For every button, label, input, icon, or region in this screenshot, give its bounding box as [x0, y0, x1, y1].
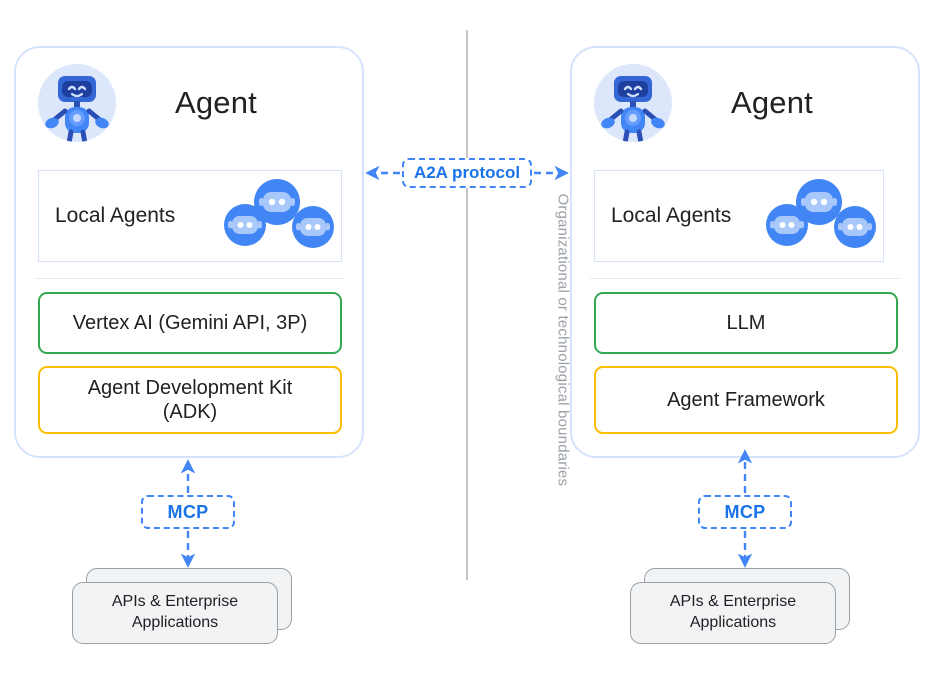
mcp-badge-right[interactable]: MCP [698, 495, 792, 529]
model-layer-label-right: LLM [726, 311, 766, 334]
model-layer-right[interactable]: LLM [594, 292, 898, 354]
api-card-front-right[interactable]: APIs & Enterprise Applications [630, 582, 836, 644]
agent-title-right: Agent [730, 85, 813, 120]
framework-layer-label-right: Agent Framework [667, 388, 825, 411]
a2a-protocol-label: A2A protocol [413, 163, 521, 182]
framework-layer-label-left: Agent Development Kit (ADK) [88, 376, 293, 425]
agent-header-left: Agent [38, 60, 342, 146]
robot-avatar-icon [594, 64, 672, 142]
panel-divider-left [34, 278, 344, 279]
framework-layer-right[interactable]: Agent Framework [594, 366, 898, 434]
panel-divider-right [590, 278, 900, 279]
boundary-line [466, 30, 468, 580]
mcp-badge-left[interactable]: MCP [141, 495, 235, 529]
agent-panel-left[interactable]: Agent Local Agents [14, 46, 364, 458]
agent-panel-right[interactable]: Agent Local Agents [570, 46, 920, 458]
local-agents-label-right: Local Agents [611, 204, 732, 227]
model-layer-left[interactable]: Vertex AI (Gemini API, 3P) [38, 292, 342, 354]
agent-title-left: Agent [174, 85, 257, 120]
api-card-front-left[interactable]: APIs & Enterprise Applications [72, 582, 278, 644]
api-card-right-line2: Applications [689, 614, 777, 631]
api-stack-right[interactable]: APIs & Enterprise Applications [630, 568, 850, 646]
agent-bubbles-icon [731, 176, 883, 256]
framework-layer-left[interactable]: Agent Development Kit (ADK) [38, 366, 342, 434]
agent-bubbles-icon [175, 176, 341, 256]
framework-layer-left-line1: Agent Development Kit [87, 376, 293, 399]
local-agents-box-left[interactable]: Local Agents [38, 170, 342, 262]
agent-header-right: Agent [594, 60, 898, 146]
api-card-right-line1: APIs & Enterprise [669, 593, 797, 611]
model-layer-label-left: Vertex AI (Gemini API, 3P) [72, 311, 308, 334]
local-agents-label-left: Local Agents [55, 204, 176, 227]
api-card-label-right: APIs & Enterprise Applications [670, 592, 796, 634]
api-card-left-line1: APIs & Enterprise [111, 593, 239, 611]
mcp-label-left: MCP [167, 501, 209, 522]
api-card-label-left: APIs & Enterprise Applications [112, 592, 238, 634]
boundary-label: Organizational or technological boundari… [554, 193, 572, 487]
local-agents-box-right[interactable]: Local Agents [594, 170, 884, 262]
robot-avatar-icon [38, 64, 116, 142]
api-stack-left[interactable]: APIs & Enterprise Applications [72, 568, 292, 646]
api-card-left-line2: Applications [131, 614, 219, 631]
a2a-protocol-badge[interactable]: A2A protocol [402, 158, 532, 188]
framework-layer-left-line2: (ADK) [162, 401, 218, 423]
mcp-label-right: MCP [724, 501, 766, 522]
